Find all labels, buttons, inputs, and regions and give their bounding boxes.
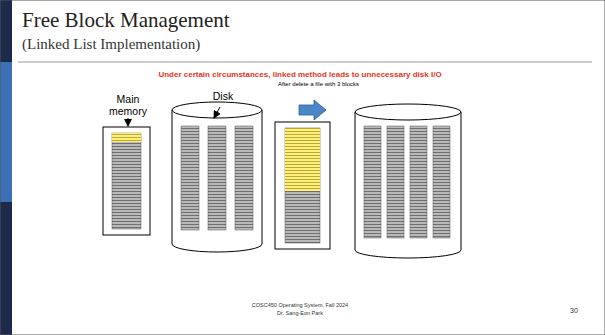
step-note: After delete a file with 3 blocks [278,81,359,87]
footer-text: COSC450 Operating System, Fall 2024 [200,302,400,308]
disk-block-column [364,126,381,238]
disk-block-column [208,126,226,230]
side-bar [0,0,12,335]
free-list-blocks [112,133,141,229]
free-list-blocks-used [285,128,320,191]
disk-cylinder [172,110,262,252]
disk-block-column [235,126,253,230]
transition-arrow [299,100,326,120]
side-bar-accent [0,62,12,202]
memory-box [103,127,150,235]
leader-arrow [214,107,220,118]
leader-arrow [128,118,129,126]
disk-block-column [433,126,450,238]
page-number: 30 [570,307,578,314]
memory-label: Main memory [98,93,158,117]
footer-text: Dr. Sang-Eon Park [200,310,400,316]
disk-label: Disk [208,90,238,102]
disk-top [172,102,262,118]
disk-top [355,104,461,120]
slide-title: Free Block Management [22,8,230,33]
warning-note: Under certain circumstances, linked meth… [120,70,480,79]
free-list-blocks [285,128,320,243]
free-list-blocks-used [112,133,141,142]
header-rule [18,62,592,63]
disk-cylinder [355,112,461,258]
disk-block-column [387,126,404,238]
disk-block-column [410,126,427,238]
disk-block-column [181,126,199,230]
slide-subtitle: (Linked List Implementation) [22,36,200,53]
memory-box [275,122,330,249]
